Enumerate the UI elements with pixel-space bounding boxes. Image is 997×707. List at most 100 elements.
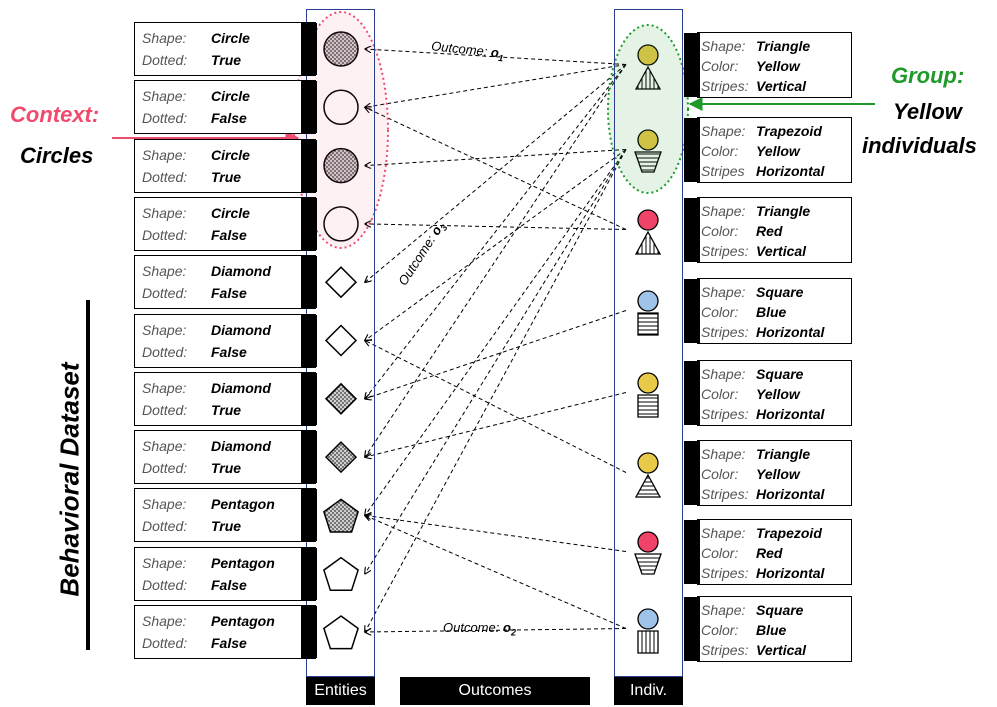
individual-color-value: Yellow xyxy=(756,58,800,74)
entity-shape-key: Shape: xyxy=(142,321,187,338)
outcome-link xyxy=(365,515,627,552)
circle-shape xyxy=(323,206,359,242)
outcome-link xyxy=(365,149,627,166)
outcomes-footer: Outcomes xyxy=(400,677,590,705)
entity-dotted-value: True xyxy=(211,52,242,68)
entity-card-bar xyxy=(301,81,317,134)
entity-card-bar xyxy=(301,139,317,192)
entity-shape-value: Diamond xyxy=(211,379,271,396)
outcome-link xyxy=(365,515,627,629)
individual-body-triangle xyxy=(634,230,662,255)
entity-dotted-key: Dotted: xyxy=(142,285,188,302)
individual-card-bar xyxy=(684,118,700,182)
entity-shape-value: Diamond xyxy=(211,321,271,338)
outcome-link xyxy=(365,64,627,283)
outcome-1-subscript: 1 xyxy=(497,52,504,64)
context-title: Context: xyxy=(10,102,100,127)
individual-color-value: Red xyxy=(756,545,783,561)
individual-card-bar xyxy=(684,597,700,661)
entity-card-bar xyxy=(301,372,317,425)
entity-shape-value: Circle xyxy=(211,88,250,105)
outcome-link xyxy=(365,64,627,399)
individual-shape-key: Shape: xyxy=(701,123,746,139)
individual-body-trapezoid xyxy=(634,553,662,575)
entity-shape-value: Circle xyxy=(211,146,250,163)
individual-card-bar xyxy=(684,361,700,425)
diamond-shape xyxy=(324,441,358,474)
diamond-shape xyxy=(324,266,358,299)
outcome-link xyxy=(365,49,627,65)
entity-shape-value: Circle xyxy=(211,30,250,46)
context-value: Circles xyxy=(20,143,94,168)
pentagon-shape xyxy=(323,615,359,650)
individual-stripes-value: Horizontal xyxy=(756,486,825,502)
individual-color-key: Color: xyxy=(701,386,739,402)
individual-shape-value: Square xyxy=(756,602,804,618)
outcome-link xyxy=(365,149,627,516)
outcome-link xyxy=(365,64,627,108)
entity-card-bar xyxy=(301,197,317,250)
individual-body-triangle xyxy=(634,65,662,90)
outcome-link xyxy=(365,224,627,230)
outcome-link xyxy=(365,149,627,574)
individual-shape-key: Shape: xyxy=(701,203,746,219)
entity-card-bar xyxy=(301,256,317,309)
individual-stripes-key: Stripes: xyxy=(701,78,749,94)
individual-head xyxy=(637,608,659,630)
entity-dotted-value: False xyxy=(211,343,247,360)
entity-shape-value: Diamond xyxy=(211,438,271,455)
entity-dotted-value: True xyxy=(211,401,242,418)
individual-color-key: Color: xyxy=(701,545,739,561)
entity-shapes xyxy=(323,31,359,650)
individual-card-bar xyxy=(684,520,700,584)
individual-color-key: Color: xyxy=(701,622,739,638)
individuals-footer: Indiv. xyxy=(614,677,683,705)
entity-shape-key: Shape: xyxy=(142,88,187,105)
individual-stripes-value: Horizontal xyxy=(756,324,825,340)
entity-dotted-key: Dotted: xyxy=(142,460,188,477)
individual-shape-key: Shape: xyxy=(701,284,746,300)
individual-color-value: Yellow xyxy=(756,466,800,482)
individual-head xyxy=(637,452,659,474)
outcome-link xyxy=(365,392,627,458)
individual-body-trapezoid xyxy=(634,151,662,173)
individual-stripes-value: Vertical xyxy=(756,243,807,259)
individual-card-bar xyxy=(684,33,700,97)
outcome-link xyxy=(365,628,627,633)
outcome-2-label: Outcome: o2 xyxy=(443,620,516,638)
entity-shape-key: Shape: xyxy=(142,204,187,221)
individual-stripes-value: Horizontal xyxy=(756,163,825,179)
individual-stripes-key: Stripes: xyxy=(701,406,749,422)
individual-shape-key: Shape: xyxy=(701,38,746,54)
individual-shape-key: Shape: xyxy=(701,366,746,382)
outcome-link xyxy=(365,107,627,230)
individual-stripes-value: Horizontal xyxy=(756,565,825,581)
individual-color-key: Color: xyxy=(701,304,739,320)
individual-color-value: Yellow xyxy=(756,143,800,159)
individual-stripes-key: Stripes: xyxy=(701,486,749,502)
entity-shape-key: Shape: xyxy=(142,146,187,163)
entity-dotted-value: False xyxy=(211,576,247,593)
group-value-line-2: individuals xyxy=(862,133,977,158)
entity-shape-value: Pentagon xyxy=(211,554,275,571)
individual-color-value: Blue xyxy=(756,622,787,638)
entity-card-bar xyxy=(301,606,317,658)
entity-shape-key: Shape: xyxy=(142,263,187,280)
individual-color-value: Yellow xyxy=(756,386,800,402)
individual-head xyxy=(637,129,659,151)
entity-shape-key: Shape: xyxy=(142,554,187,571)
individual-stripes-value: Vertical xyxy=(756,78,807,94)
individual-stripes-key: Stripes: xyxy=(701,565,749,581)
individual-shape-value: Triangle xyxy=(756,203,811,219)
individual-color-key: Color: xyxy=(701,223,739,239)
entity-shape-value: Circle xyxy=(211,204,250,221)
diamond-shape xyxy=(324,324,358,357)
entity-dotted-value: False xyxy=(211,635,247,651)
outcome-link xyxy=(365,310,627,399)
outcome-links xyxy=(365,49,627,633)
individual-shape-value: Square xyxy=(756,366,804,382)
outcome-link xyxy=(365,149,627,341)
